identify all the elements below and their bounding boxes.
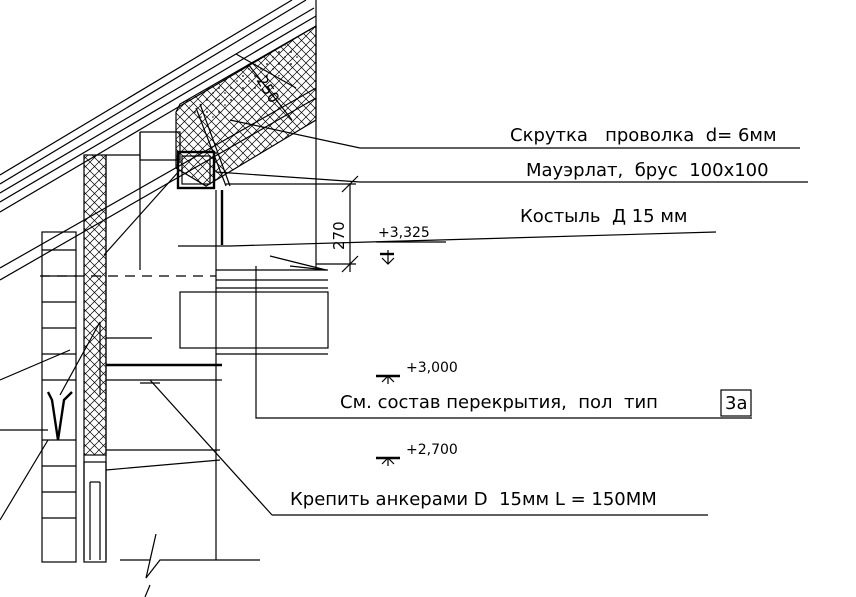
callout-floor-type: 3а	[725, 393, 747, 414]
leader-lines	[0, 53, 808, 521]
floor-type-box	[720, 389, 752, 417]
callout-crutch: Костыль Д 15 мм	[520, 206, 688, 227]
level-marker-low	[376, 456, 400, 466]
floor-slab	[105, 269, 329, 471]
lower-post	[83, 461, 107, 563]
wall-insulation	[83, 154, 107, 456]
callout-twist-wire: Скрутка проволка d= 6мм	[510, 125, 777, 146]
level-marker-top	[376, 241, 446, 265]
callout-floor-ref: См. состав перекрытия, пол тип	[340, 392, 658, 413]
wall-tie	[46, 391, 73, 441]
break-line	[120, 533, 260, 579]
callout-mauerlat: Мауэрлат, брус 100х100	[526, 160, 769, 181]
break-tail	[144, 584, 151, 597]
level-mid-label: +3,000	[406, 360, 458, 376]
roof-insulation-dots	[185, 42, 305, 126]
dimension-250	[247, 63, 293, 121]
brick-facing	[41, 231, 77, 563]
dim-270-label: 270	[330, 221, 348, 250]
dimension-270	[226, 175, 359, 273]
callout-anchors: Крепить анкерами D 15мм L = 150ММ	[290, 489, 657, 510]
level-top-label: +3,325	[378, 225, 430, 241]
level-marker-mid	[376, 374, 400, 384]
wall-top-step	[139, 131, 181, 161]
mauerlat-beam	[176, 150, 216, 190]
tie-strap	[59, 321, 101, 396]
level-low-label: +2,700	[406, 442, 458, 458]
